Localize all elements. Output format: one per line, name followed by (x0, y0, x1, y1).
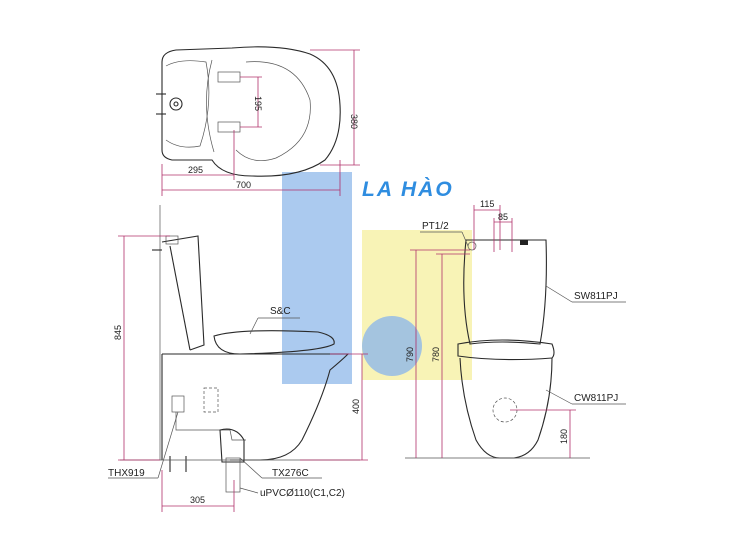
leader-pipe (239, 487, 259, 494)
dim-180-value: 180 (559, 429, 569, 444)
side-view: 845 400 305 S&C THX919 TX276C uPVCØ110(C… (108, 205, 368, 512)
label-pipe: uPVCØ110(C1,C2) (260, 488, 345, 499)
top-view-outline (161, 46, 341, 177)
dim-780-value: 780 (431, 347, 441, 362)
tank-side-front (169, 245, 191, 351)
tank-side-outline (161, 235, 205, 351)
watermark-logo: LA HÀO (282, 172, 472, 384)
dim-790-value: 790 (405, 347, 415, 362)
leader-thx919 (157, 411, 179, 479)
hinge-top (217, 71, 241, 83)
dim-380-value: 380 (349, 114, 359, 129)
top-view: 700 295 380 195 (156, 46, 360, 196)
flush-button-icon (169, 97, 183, 111)
front-view: PT1/2 115 85 790 780 180 SW811PJ CW811PJ (405, 199, 626, 459)
watermark-brand-text: LA HÀO (362, 178, 454, 201)
top-view-bowl-opening (235, 61, 311, 161)
fitting-pipe-route (175, 412, 246, 441)
bowl-side-outline (162, 353, 350, 461)
label-fitting-tx276c: TX276C (272, 468, 309, 479)
bowl-front-outline (459, 357, 553, 459)
watermark-blue-circle (362, 316, 422, 376)
label-supply: PT1/2 (422, 221, 449, 232)
dim-305-value: 305 (190, 495, 205, 505)
seat-front-outline (457, 339, 555, 361)
dim-85-value: 85 (498, 212, 508, 222)
outlet-flange (219, 428, 245, 463)
label-fitting-thx919: THX919 (108, 468, 145, 479)
flush-button-front (520, 240, 528, 245)
fitting-thx919-body (203, 387, 219, 413)
leader-tx276c (239, 457, 263, 479)
leader-cw811pj (545, 389, 573, 405)
leader-sc (249, 317, 259, 335)
label-seat-cover: S&C (270, 306, 291, 317)
flush-lever (165, 235, 179, 245)
flush-button-center-icon (173, 101, 179, 107)
seat-lid-side (213, 330, 335, 355)
top-view-tank-lid (165, 60, 210, 148)
hinge-bottom (217, 121, 241, 133)
leader-pt12 (461, 231, 469, 247)
leader-sw811pj (545, 285, 573, 303)
outlet-pipe (225, 457, 241, 493)
top-view-tank-edge (206, 59, 215, 153)
label-tank-model: SW811PJ (574, 291, 618, 302)
dim-845-value: 845 (113, 325, 123, 340)
dim-700-value: 700 (236, 180, 251, 190)
dim-295-value: 295 (188, 165, 203, 175)
dim-400-value: 400 (351, 399, 361, 414)
watermark-blue-bar (282, 172, 352, 384)
dim-115-value: 115 (480, 199, 494, 209)
tank-front-outline (463, 239, 547, 345)
dim-195-value: 195 (253, 96, 263, 111)
fitting-thx919-left (171, 395, 185, 413)
label-bowl-model: CW811PJ (574, 393, 618, 404)
